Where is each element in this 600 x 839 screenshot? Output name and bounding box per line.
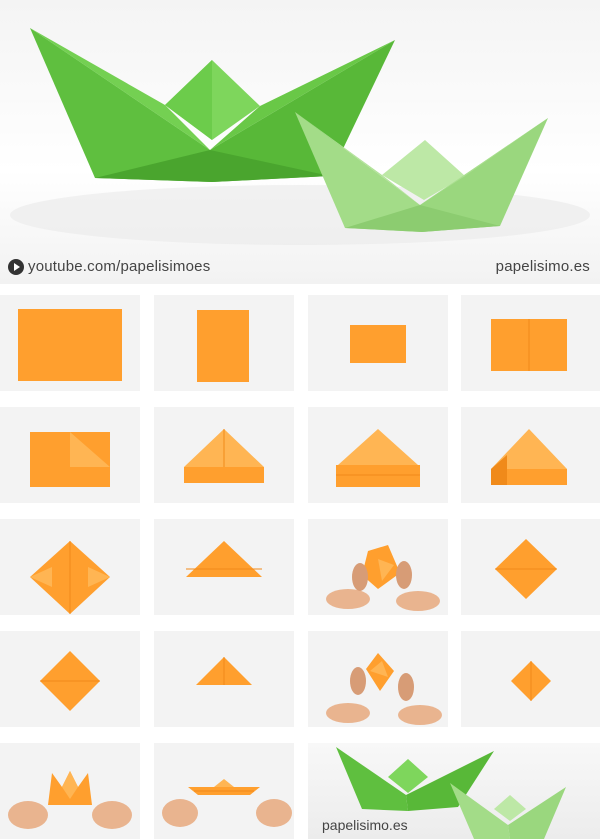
origami-step-17-drawing	[8, 771, 132, 829]
origami-step-12-drawing	[495, 539, 557, 599]
paper-boats-illustration	[10, 28, 590, 245]
step-image-9	[0, 519, 140, 615]
origami-step-11-drawing	[326, 545, 440, 611]
origami-step-7-drawing	[336, 429, 420, 487]
step-image-4	[461, 295, 600, 391]
step-image-16	[461, 631, 600, 727]
origami-step-9-drawing	[30, 541, 110, 614]
step-image-14	[154, 631, 294, 727]
step-image-2	[154, 295, 294, 391]
large-boat	[30, 28, 395, 182]
final-credit: papelisimo.es	[322, 817, 408, 833]
youtube-credit-text: youtube.com/papelisimoes	[28, 258, 211, 275]
site-credit: papelisimo.es	[495, 258, 590, 275]
step-image-15	[308, 631, 448, 727]
step-image-5	[0, 407, 140, 503]
step-image-13	[0, 631, 140, 727]
origami-step-5-drawing	[30, 432, 110, 487]
origami-step-6-drawing	[184, 429, 264, 483]
step-image-3	[308, 295, 448, 391]
step-image-18	[154, 743, 294, 839]
step-image-12	[461, 519, 600, 615]
step-image-10	[154, 519, 294, 615]
origami-step-4-drawing	[491, 319, 567, 371]
step-image-7	[308, 407, 448, 503]
step-image-1	[0, 295, 140, 391]
step-image-17	[0, 743, 140, 839]
hero-photo: youtube.com/papelisimoes papelisimo.es	[0, 0, 600, 284]
origami-step-3-drawing	[350, 325, 406, 363]
origami-step-1-drawing	[18, 309, 122, 381]
youtube-credit: youtube.com/papelisimoes	[8, 258, 210, 275]
origami-step-10-drawing	[186, 541, 262, 577]
origami-step-16-drawing	[511, 661, 551, 701]
final-boats-drawing	[336, 747, 566, 839]
origami-step-14-drawing	[196, 657, 252, 685]
step-image-8	[461, 407, 600, 503]
origami-step-18-drawing	[162, 779, 292, 827]
step-image-11	[308, 519, 448, 615]
origami-step-2-drawing	[197, 310, 249, 382]
play-icon	[8, 258, 24, 275]
step-image-6	[154, 407, 294, 503]
origami-step-13-drawing	[40, 651, 100, 711]
origami-step-8-drawing	[491, 429, 567, 485]
small-boat	[295, 112, 548, 232]
origami-step-15-drawing	[326, 653, 442, 725]
final-boats-photo: papelisimo.es	[308, 743, 600, 839]
